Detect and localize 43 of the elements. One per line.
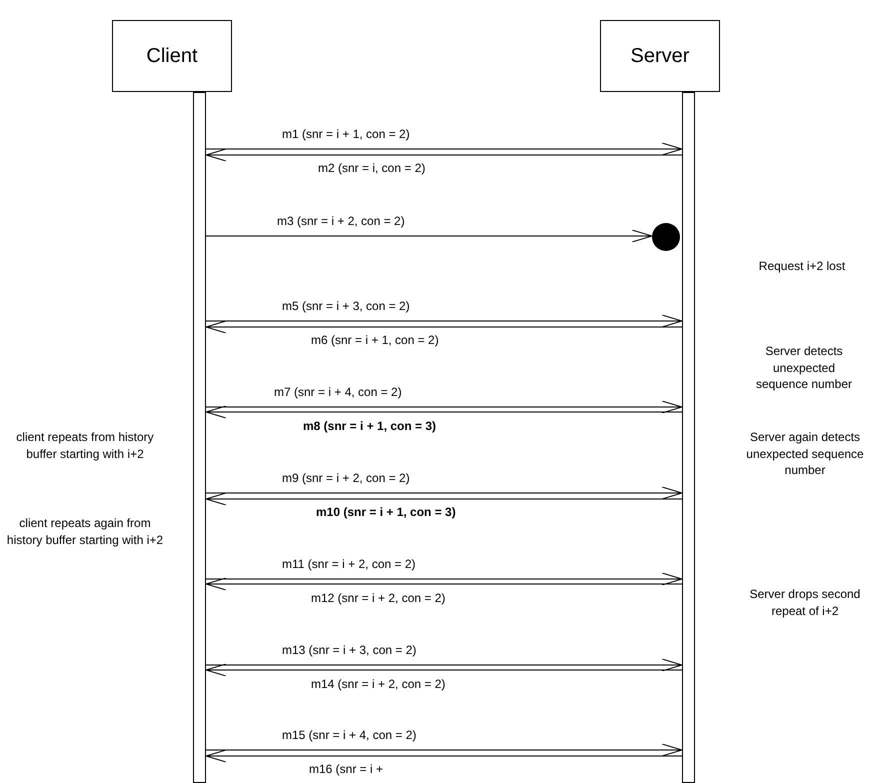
message-label: m13 (snr = i + 3, con = 2) xyxy=(282,643,416,657)
participant-name: Client xyxy=(146,44,198,68)
lifeline-bar xyxy=(682,92,695,783)
message-label: m14 (snr = i + 2, con = 2) xyxy=(311,677,446,691)
annotation-note: Server drops second repeat of i+2 xyxy=(748,586,862,619)
message-arrow xyxy=(206,230,652,242)
message-arrow xyxy=(206,744,682,756)
lifeline-bar xyxy=(193,92,206,783)
message-arrow xyxy=(206,486,682,500)
message-arrow xyxy=(206,142,682,156)
message-label: m15 (snr = i + 4, con = 2) xyxy=(282,728,416,742)
message-label: m2 (snr = i, con = 2) xyxy=(318,161,426,175)
message-arrow xyxy=(206,572,682,586)
annotation-note: client repeats again from history buffer starting with i+2 xyxy=(6,515,164,548)
message-arrow xyxy=(206,148,682,162)
message-label: m10 (snr = i + 1, con = 3) xyxy=(316,505,456,519)
message-label: m1 (snr = i + 1, con = 2) xyxy=(282,127,410,141)
message-label: m8 (snr = i + 1, con = 3) xyxy=(303,419,436,433)
participant-box xyxy=(112,20,232,92)
message-arrow xyxy=(206,314,682,328)
participant-box xyxy=(600,20,720,92)
message-label: m16 (snr = i + xyxy=(309,762,384,776)
message-arrow xyxy=(206,492,682,506)
message-arrow xyxy=(206,320,682,334)
message-arrow xyxy=(206,750,682,762)
annotation-note: client repeats from history buffer starting with i+2 xyxy=(15,429,155,462)
message-label: m6 (snr = i + 1, con = 2) xyxy=(311,333,439,347)
annotation-note: Request i+2 lost xyxy=(758,258,846,274)
message-label: m11 (snr = i + 2, con = 2) xyxy=(282,557,416,571)
message-label: m3 (snr = i + 2, con = 2) xyxy=(277,214,405,228)
message-label: m9 (snr = i + 2, con = 2) xyxy=(282,471,410,485)
message-arrow xyxy=(206,658,682,672)
message-label: m7 (snr = i + 4, con = 2) xyxy=(274,385,402,399)
lost-message-dot xyxy=(652,223,680,251)
message-arrow xyxy=(206,406,682,418)
annotation-note: Server again detects unexpected sequence number xyxy=(745,429,865,478)
message-arrow xyxy=(206,578,682,590)
annotation-note: Server detects unexpected sequence number xyxy=(754,343,854,392)
message-label: m5 (snr = i + 3, con = 2) xyxy=(282,299,410,313)
message-arrow xyxy=(206,664,682,676)
message-arrow xyxy=(206,400,682,414)
message-label: m12 (snr = i + 2, con = 2) xyxy=(311,591,446,605)
participant-name: Server xyxy=(630,44,690,68)
